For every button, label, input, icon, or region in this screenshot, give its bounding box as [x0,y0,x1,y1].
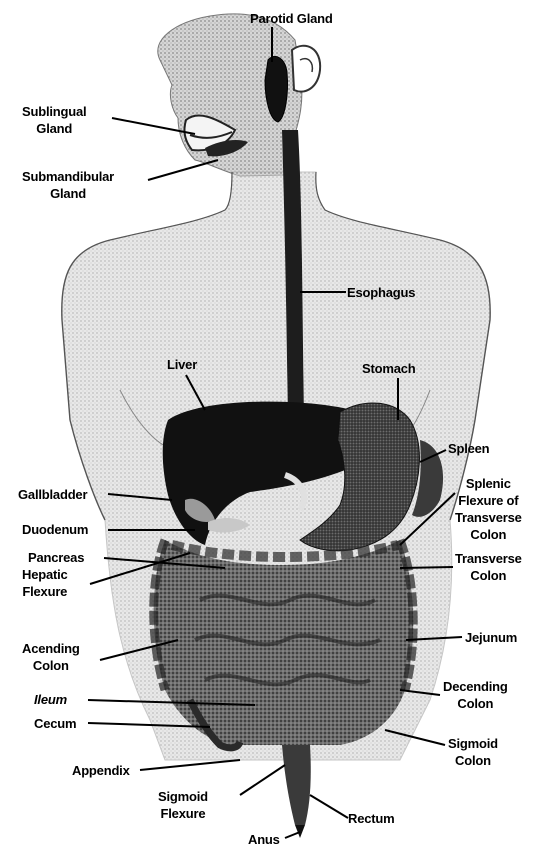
label-submandibular-gland-line-1: Submandibular [22,168,114,185]
label-pancreas: Pancreas [28,549,84,566]
label-transverse-colon: Transverse Colon [455,550,522,584]
label-duodenum: Duodenum [22,521,88,538]
label-sublingual-gland-line-1: Sublingual [22,103,86,120]
label-submandibular-gland: Submandibular Gland [22,168,114,202]
label-sigmoid-colon-line-2: Colon [448,752,498,769]
label-esophagus: Esophagus [347,284,415,301]
label-transverse-colon-line-2: Colon [455,567,522,584]
label-descending-colon-line-1: Decending [443,678,508,695]
label-sigmoid-colon: Sigmoid Colon [448,735,498,769]
label-sublingual-gland: Sublingual Gland [22,103,86,137]
label-liver: Liver [167,356,197,373]
label-sigmoid-flexure-line-2: Flexure [158,805,208,822]
label-spleen: Spleen [448,440,489,457]
label-sigmoid-flexure: Sigmoid Flexure [158,788,208,822]
label-splenic-flexure-line-1: Splenic [455,475,522,492]
label-sublingual-gland-line-2: Gland [22,120,86,137]
label-hepatic-flexure-line-2: Flexure [22,583,68,600]
label-ascending-colon: Acending Colon [22,640,80,674]
label-jejunum: Jejunum [465,629,517,646]
label-hepatic-flexure: Hepatic Flexure [22,566,68,600]
label-submandibular-gland-line-2: Gland [22,185,114,202]
label-anus: Anus [248,831,280,848]
label-splenic-flexure: Splenic Flexure of Transverse Colon [455,475,522,543]
label-ileum: Ileum [34,691,67,708]
label-sigmoid-colon-line-1: Sigmoid [448,735,498,752]
label-rectum: Rectum [348,810,394,827]
label-splenic-flexure-line-3: Transverse [455,509,522,526]
label-splenic-flexure-line-4: Colon [455,526,522,543]
label-splenic-flexure-line-2: Flexure of [455,492,522,509]
label-gallbladder: Gallbladder [18,486,87,503]
label-cecum: Cecum [34,715,76,732]
label-transverse-colon-line-1: Transverse [455,550,522,567]
label-descending-colon: Decending Colon [443,678,508,712]
label-stomach: Stomach [362,360,416,377]
label-ascending-colon-line-2: Colon [22,657,80,674]
label-sigmoid-flexure-line-1: Sigmoid [158,788,208,805]
label-descending-colon-line-2: Colon [443,695,508,712]
label-appendix: Appendix [72,762,130,779]
label-parotid-gland: Parotid Gland [250,10,333,27]
label-hepatic-flexure-line-1: Hepatic [22,566,68,583]
label-ascending-colon-line-1: Acending [22,640,80,657]
